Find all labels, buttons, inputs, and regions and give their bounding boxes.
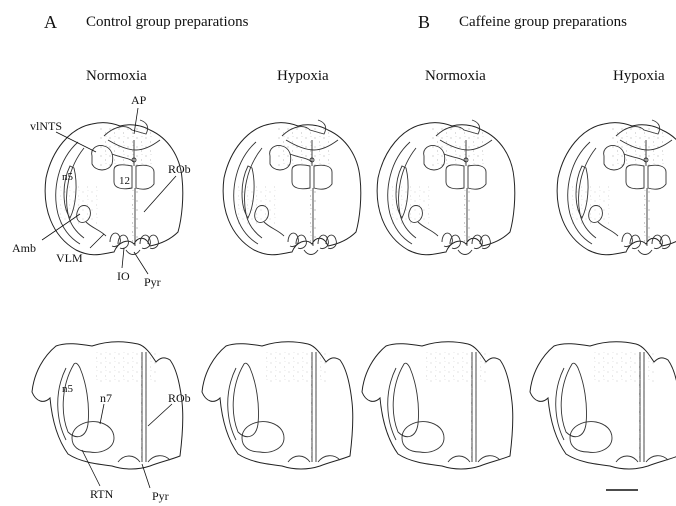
leader-n7 [100, 404, 104, 424]
label-n5-lower: n5 [62, 383, 74, 395]
control-hypoxia-lower-section [202, 342, 353, 469]
caffeine-normoxia-upper-section [377, 120, 515, 255]
leader-io [122, 248, 124, 268]
caffeine-hypoxia-upper-section [557, 120, 676, 255]
control-normoxia-upper-section [45, 120, 183, 255]
label-pyr-lower: Pyr [152, 489, 169, 503]
label-pyr-upper: Pyr [144, 275, 161, 289]
label-12: 12 [119, 175, 130, 187]
caffeine-normoxia-lower-section [362, 342, 513, 469]
caffeine-hypoxia-lower-section [530, 342, 676, 469]
leader-pyr-upper [134, 252, 148, 274]
label-rob-upper: ROb [168, 162, 191, 176]
leader-rob-lower [148, 404, 172, 426]
label-n5-upper: n5 [62, 171, 74, 183]
label-io: IO [117, 269, 130, 283]
leader-vlnts [56, 132, 96, 152]
leader-vlm [90, 234, 104, 248]
leader-rob [144, 176, 176, 212]
label-amb: Amb [12, 241, 36, 255]
label-rtn: RTN [90, 487, 114, 501]
label-vlnts: vlNTS [30, 119, 62, 133]
label-ap: AP [131, 93, 147, 107]
control-hypoxia-upper-section [223, 120, 361, 255]
leader-rtn [82, 450, 100, 486]
control-normoxia-lower-section [32, 342, 183, 469]
label-vlm: VLM [56, 251, 83, 265]
label-rob-lower: ROb [168, 391, 191, 405]
label-n7: n7 [100, 391, 112, 405]
